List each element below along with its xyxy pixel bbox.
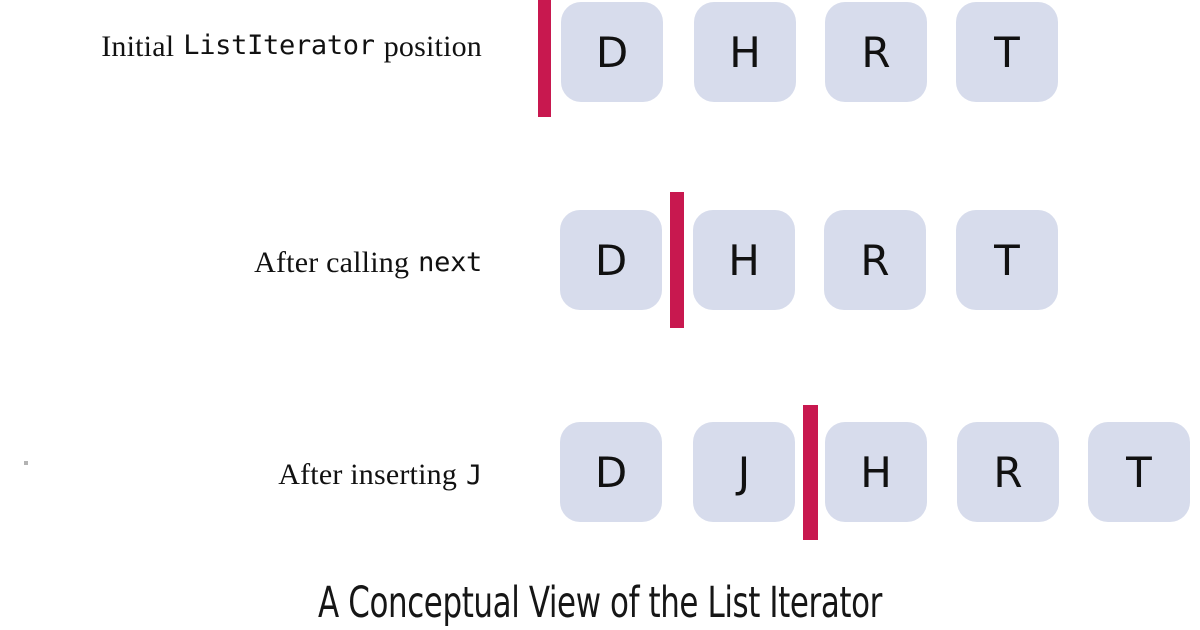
- row-label-prefix: After inserting: [278, 458, 458, 491]
- list-cell: H: [693, 210, 795, 310]
- diagram-row-initial: Initial ListIterator position D H R T: [0, 0, 1200, 130]
- diagram-row-after-insert: After inserting J D J H R T: [0, 400, 1200, 550]
- list-cell: R: [825, 2, 927, 102]
- row-label-code: ListIterator: [183, 30, 375, 61]
- row-label-suffix: position: [383, 30, 482, 63]
- iterator-cursor-initial: [538, 0, 551, 117]
- list-cell: T: [1088, 422, 1190, 522]
- row-label-prefix: Initial: [101, 30, 175, 63]
- list-cell: J: [693, 422, 795, 522]
- cell-group-after-next: D H R T: [560, 190, 1065, 335]
- figure-caption: A Conceptual View of the List Iterator: [318, 578, 882, 628]
- list-cell: H: [694, 2, 796, 102]
- list-cell: H: [825, 422, 927, 522]
- row-label-after-next: After calling next: [254, 190, 482, 335]
- scan-artifact-dot: [24, 461, 28, 465]
- row-label-code: J: [466, 459, 482, 491]
- list-cell: T: [956, 210, 1058, 310]
- iterator-cursor-after-insert: [803, 405, 818, 540]
- cell-group-initial: D H R T: [538, 0, 1061, 130]
- list-cell: D: [560, 210, 662, 310]
- cell-group-after-insert: D J H R T: [560, 400, 1192, 550]
- row-label-prefix: After calling: [254, 245, 410, 279]
- diagram-row-after-next: After calling next D H R T: [0, 190, 1200, 335]
- list-cell: D: [561, 2, 663, 102]
- list-cell: R: [957, 422, 1059, 522]
- row-label-code: next: [418, 247, 482, 278]
- list-cell: D: [560, 422, 662, 522]
- iterator-cursor-after-next: [670, 192, 684, 328]
- row-label-initial: Initial ListIterator position: [101, 0, 482, 160]
- list-cell: R: [824, 210, 926, 310]
- row-label-after-insert: After inserting J: [278, 400, 482, 550]
- list-cell: T: [956, 2, 1058, 102]
